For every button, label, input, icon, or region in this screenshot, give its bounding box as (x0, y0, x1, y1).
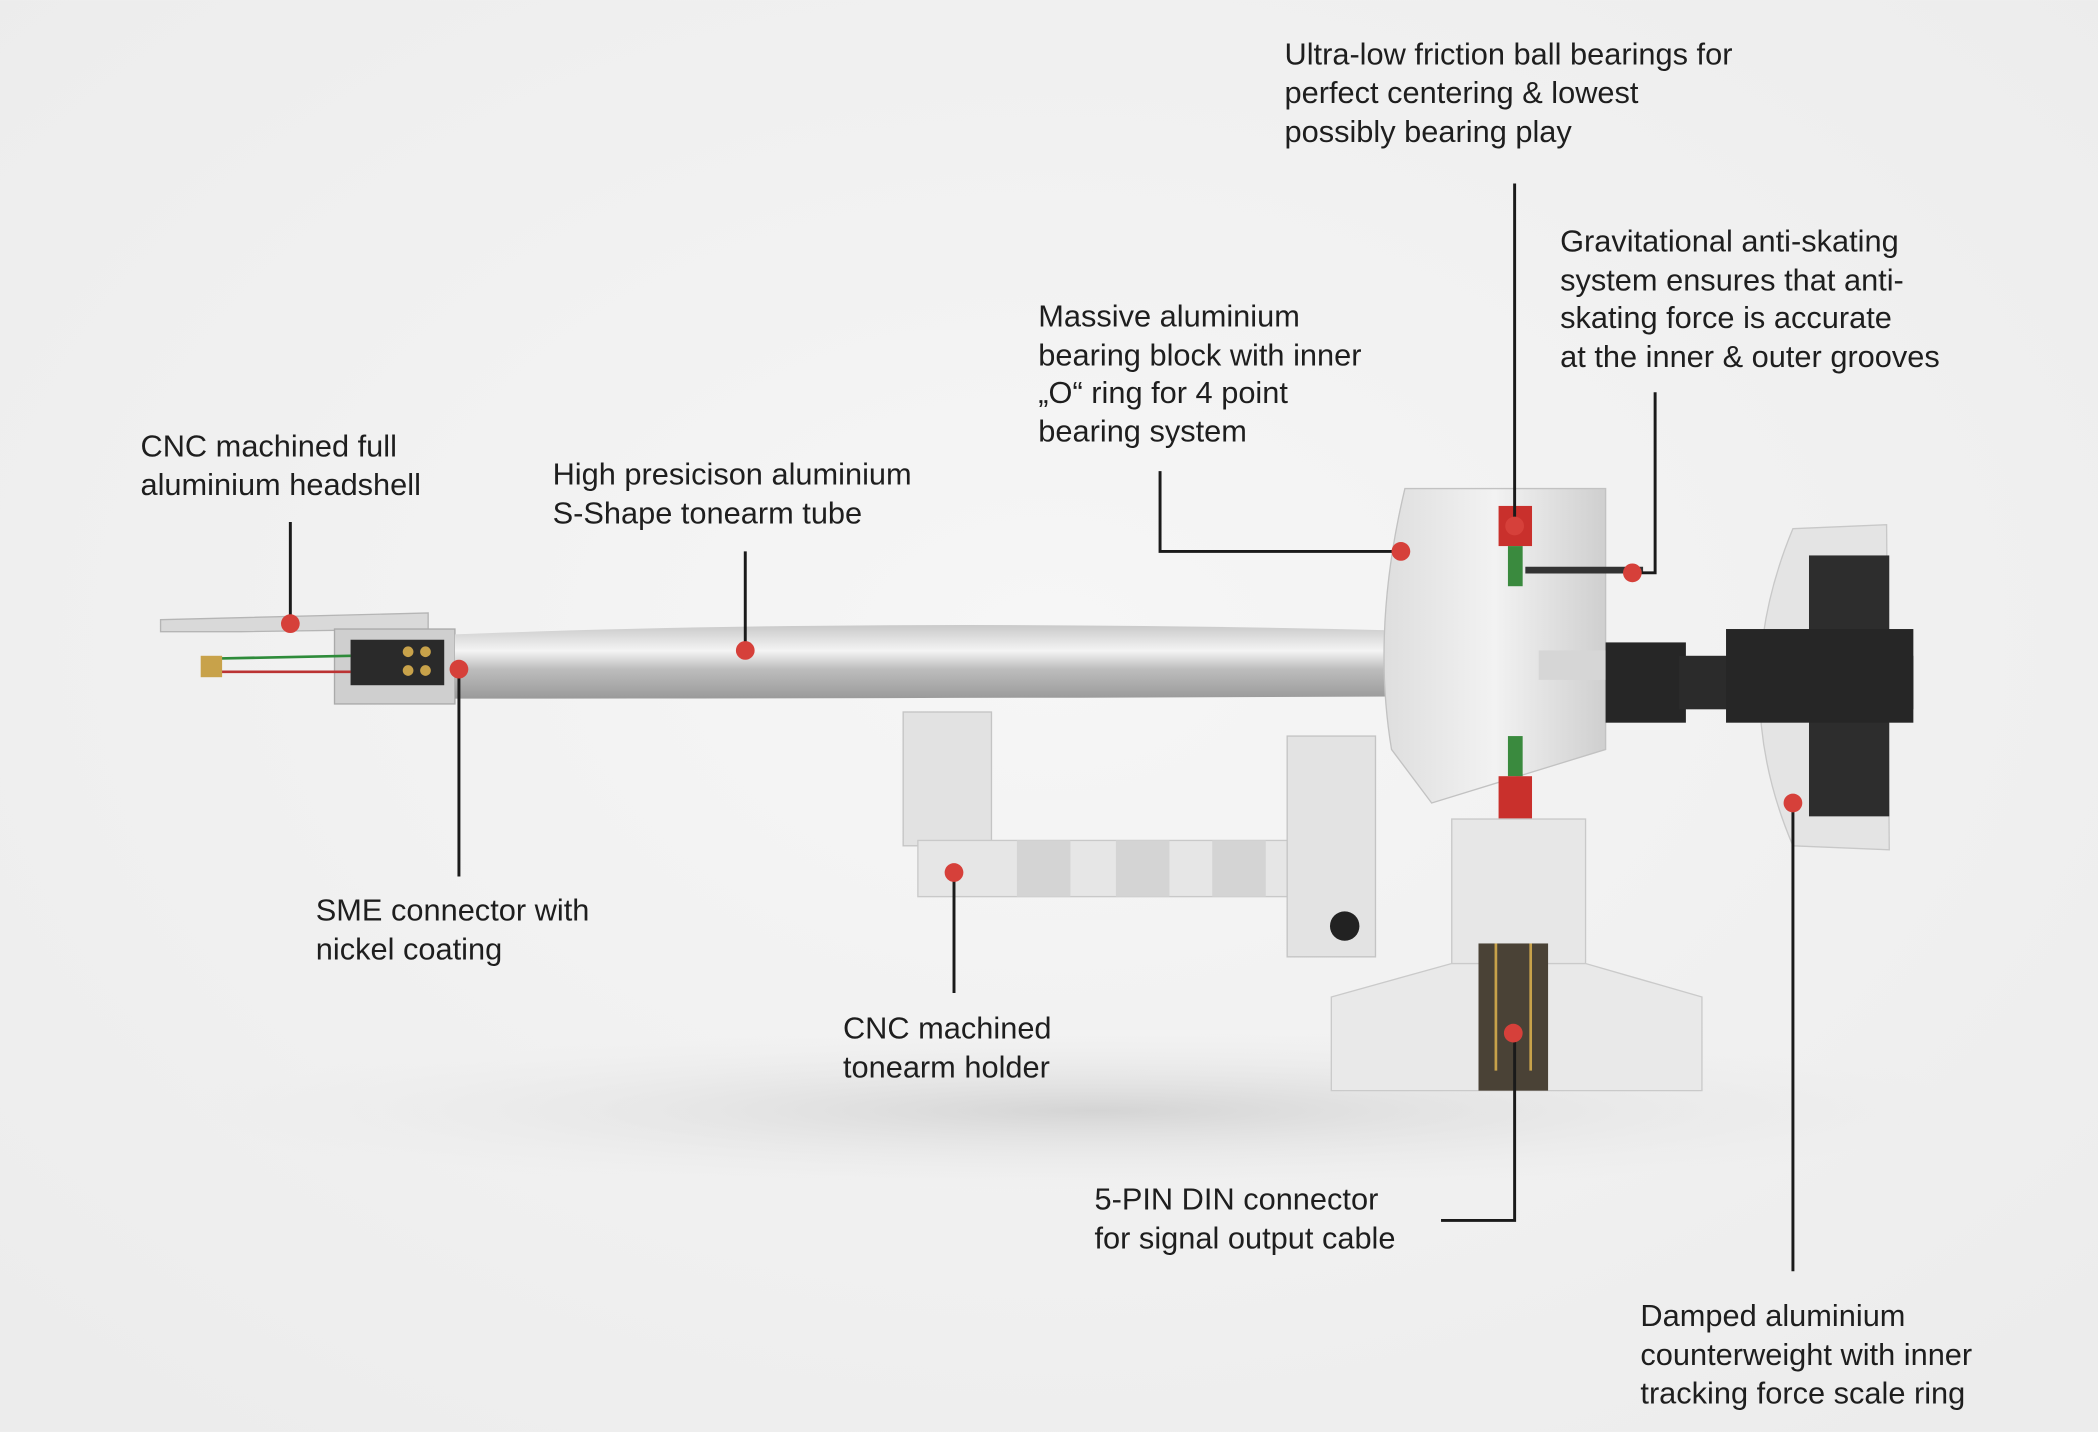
leader-lines (288, 183, 1795, 1272)
callout-holder: CNC machined tonearm holder (843, 1010, 1060, 1084)
callout-bearing-block: Massive aluminium bearing block with inn… (1038, 299, 1370, 449)
marker-headshell (280, 614, 300, 634)
callout-line: 5-PIN DIN connector (1094, 1182, 1378, 1217)
callout-antiskating: Gravitational anti-skating system ensure… (1560, 224, 1940, 374)
callout-line: tonearm holder (843, 1049, 1050, 1084)
callout-line: tracking force scale ring (1640, 1376, 1965, 1411)
callout-bearings: Ultra-low friction ball bearings for per… (1284, 36, 1741, 149)
callout-sme: SME connector with nickel coating (316, 893, 598, 967)
callout-markers (280, 516, 1803, 1043)
callout-line: for signal output cable (1094, 1221, 1395, 1256)
marker-bearings (1505, 516, 1524, 536)
marker-antiskating (1623, 563, 1642, 583)
callout-line: Gravitational anti-skating (1560, 224, 1899, 259)
callout-line: perfect centering & lowest (1284, 75, 1638, 110)
callout-line: Ultra-low friction ball bearings for (1284, 36, 1732, 71)
callout-line: CNC machined (843, 1010, 1052, 1045)
callout-tube: High presicison aluminium S-Shape tonear… (553, 457, 921, 531)
callout-headshell: CNC machined full aluminium headshell (140, 428, 420, 502)
tonearm-illustration (159, 487, 1914, 1092)
callout-line: High presicison aluminium (553, 457, 912, 492)
callout-line: „O“ ring for 4 point (1038, 375, 1288, 410)
callout-line: skating force is accurate (1560, 300, 1892, 335)
marker-sme (449, 659, 469, 679)
callout-line: CNC machined full (140, 428, 396, 463)
marker-holder (944, 863, 964, 882)
callout-din: 5-PIN DIN connector for signal output ca… (1094, 1182, 1395, 1256)
callout-counterweight: Damped aluminium counterweight with inne… (1640, 1298, 1980, 1411)
callout-line: bearing block with inner (1038, 337, 1361, 372)
callout-line: SME connector with (316, 893, 590, 928)
callout-line: possibly bearing play (1284, 114, 1572, 149)
marker-din (1503, 1023, 1523, 1043)
callout-line: Massive aluminium (1038, 299, 1300, 334)
callout-line: system ensures that anti- (1560, 263, 1904, 298)
marker-counterweight (1783, 793, 1803, 813)
callout-line: aluminium headshell (140, 467, 420, 502)
callout-line: nickel coating (316, 932, 502, 967)
callout-line: Damped aluminium (1640, 1298, 1905, 1333)
marker-bearing-block (1391, 542, 1411, 561)
callout-line: counterweight with inner (1640, 1337, 1972, 1372)
marker-tube (735, 641, 755, 660)
callout-line: at the inner & outer grooves (1560, 339, 1940, 374)
callout-line: bearing system (1038, 414, 1247, 449)
callout-line: S-Shape tonearm tube (553, 495, 863, 530)
